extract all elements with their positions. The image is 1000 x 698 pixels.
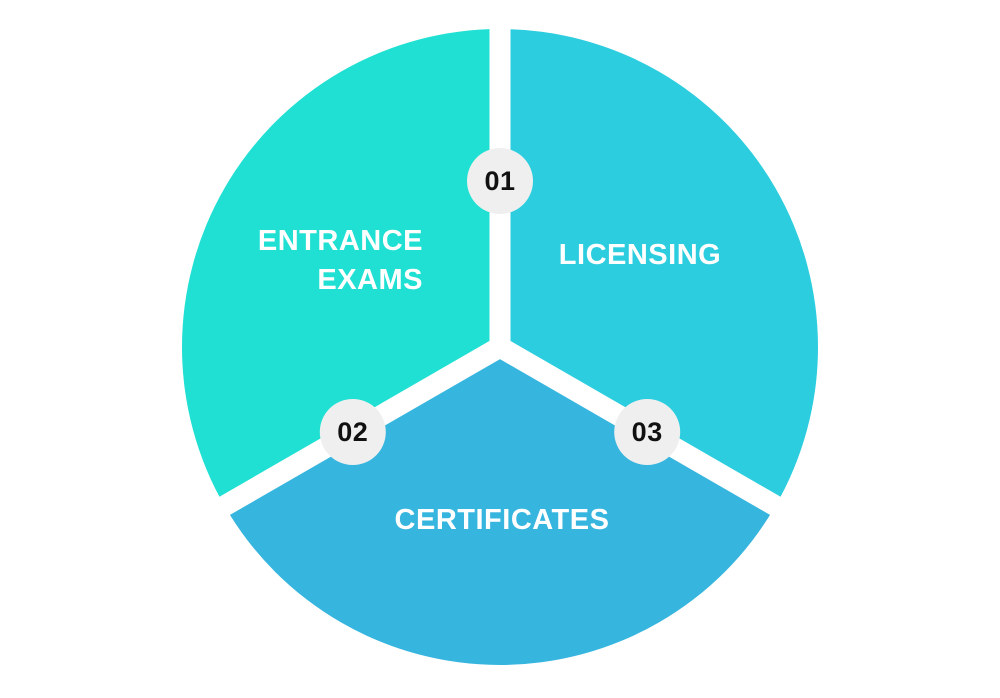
label-certificates: CERTIFICATES: [395, 504, 610, 536]
badge-01-circle: [467, 148, 533, 214]
badge-03-number: 03: [632, 417, 663, 447]
label-entrance-exams-line1: ENTRANCE: [258, 225, 423, 257]
badge-02-circle: [319, 399, 386, 465]
step-badge-03: 03: [614, 399, 681, 465]
label-licensing: LICENSING: [559, 239, 721, 271]
step-badge-01: 01: [467, 148, 533, 214]
label-entrance-exams-line2: EXAMS: [317, 264, 423, 296]
badge-03-circle: [614, 399, 681, 465]
step-badge-02: 02: [319, 399, 386, 465]
badge-01-number: 01: [484, 166, 515, 196]
badge-02-number: 02: [337, 417, 368, 447]
